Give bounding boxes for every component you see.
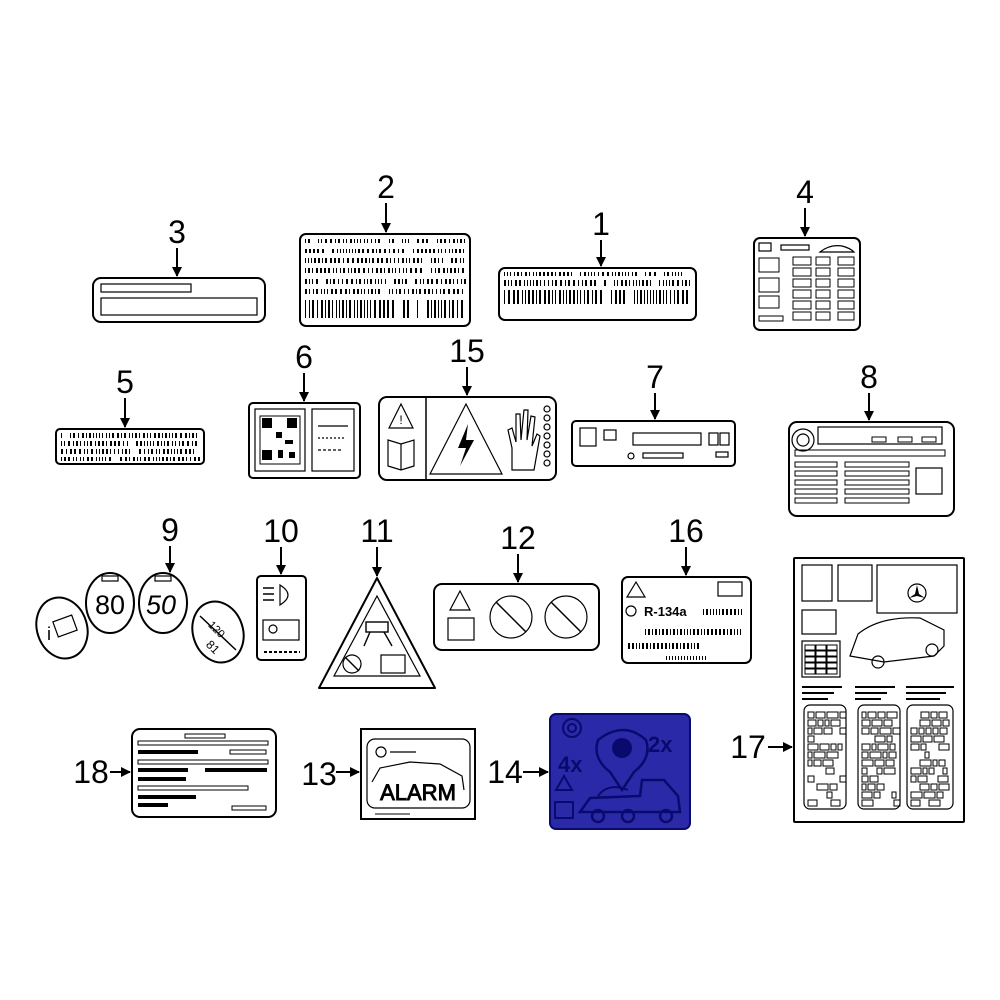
callout-18[interactable]: 18 <box>73 754 109 790</box>
fan-icon <box>625 605 637 617</box>
grid-cells-4 <box>758 256 855 322</box>
manual-book-icon <box>380 654 406 674</box>
high-voltage-icon <box>429 402 503 475</box>
label-part-14-highlighted[interactable]: 4x 2x <box>549 713 691 830</box>
hand-icon <box>507 409 541 471</box>
svg-text:!: ! <box>399 413 402 427</box>
callout-11[interactable]: 11 <box>360 513 393 549</box>
manual-book-icon <box>447 617 475 641</box>
callout-6[interactable]: 6 <box>295 339 313 375</box>
car-outline-icon <box>371 761 465 791</box>
callout-4[interactable]: 4 <box>796 174 814 210</box>
no-entry-icon <box>342 654 362 674</box>
info-i-icon: i <box>47 624 51 644</box>
barcode-lines-2 <box>305 239 466 318</box>
label-part-11[interactable] <box>318 577 436 689</box>
speed-80-text: 80 <box>95 590 125 620</box>
label-part-17[interactable] <box>793 557 965 823</box>
tow-4x-text: 4x <box>558 752 583 777</box>
label-part-10[interactable] <box>256 575 307 661</box>
warning-triangle-icon <box>388 402 414 429</box>
data-rows-18 <box>137 733 269 811</box>
jack-icon <box>363 621 393 647</box>
fuse-panel-diagrams <box>803 704 954 810</box>
alarm-text: ALARM <box>380 780 456 805</box>
warning-triangle-icon <box>625 580 647 598</box>
no-fan-icon <box>544 595 588 639</box>
car-outline-icon <box>849 617 945 663</box>
no-hand-fan-icon <box>489 595 533 639</box>
label-part-15[interactable]: ! <box>378 396 557 481</box>
wrench-icon <box>268 624 278 634</box>
callout-3[interactable]: 3 <box>168 214 186 250</box>
speed-50-text: 50 <box>146 590 176 620</box>
mercedes-star-icon <box>907 583 927 603</box>
headlamp-icon <box>263 583 289 607</box>
refrigerant-text: R-134a <box>644 604 687 619</box>
callout-1[interactable]: 1 <box>592 206 610 242</box>
data-rows-16 <box>628 609 742 660</box>
label-part-3[interactable] <box>92 277 266 323</box>
wheel-hub-icon <box>595 728 649 793</box>
label-part-4[interactable] <box>753 237 861 331</box>
label-part-5[interactable] <box>55 428 205 465</box>
manual-book-icon <box>717 581 743 597</box>
wheel-icon <box>562 718 582 738</box>
callout-8[interactable]: 8 <box>860 359 878 395</box>
car-outline-icon <box>818 245 856 253</box>
callout-13[interactable]: 13 <box>301 756 337 792</box>
label-part-1[interactable] <box>498 267 697 321</box>
mercedes-star-icon <box>375 746 387 758</box>
label-part-7[interactable] <box>571 420 736 467</box>
callout-10[interactable]: 10 <box>263 513 299 549</box>
callout-5[interactable]: 5 <box>116 364 134 400</box>
label-part-18[interactable] <box>131 728 277 818</box>
callout-14[interactable]: 14 <box>487 754 523 790</box>
callout-16[interactable]: 16 <box>668 513 704 549</box>
label-part-6[interactable] <box>248 402 361 479</box>
label-part-9[interactable]: i 80 50 120 81 <box>29 572 252 669</box>
callout-2[interactable]: 2 <box>377 169 395 205</box>
table-17 <box>802 644 954 700</box>
barcode-lines-1 <box>504 272 690 304</box>
manual-book-icon <box>387 439 415 471</box>
label-part-13[interactable]: ALARM <box>360 728 476 820</box>
callout-7[interactable]: 7 <box>646 359 664 395</box>
label-part-16[interactable]: R-134a <box>621 576 752 664</box>
qr-code-icon <box>259 415 301 465</box>
label-part-8[interactable] <box>788 421 955 517</box>
label-part-12[interactable] <box>433 583 600 651</box>
barcode-lines-5 <box>61 433 200 461</box>
tow-2x-text: 2x <box>648 732 673 757</box>
warning-triangle-icon <box>449 589 471 611</box>
callout-17[interactable]: 17 <box>730 729 766 765</box>
label-part-2[interactable] <box>299 233 471 327</box>
callout-12[interactable]: 12 <box>500 520 536 556</box>
data-rows-8 <box>794 436 946 504</box>
manual-book-icon <box>262 619 300 641</box>
tow-truck-icon <box>577 778 682 824</box>
callout-9[interactable]: 9 <box>161 512 179 548</box>
symbol-column-15 <box>543 405 551 467</box>
callout-15[interactable]: 15 <box>449 333 485 369</box>
